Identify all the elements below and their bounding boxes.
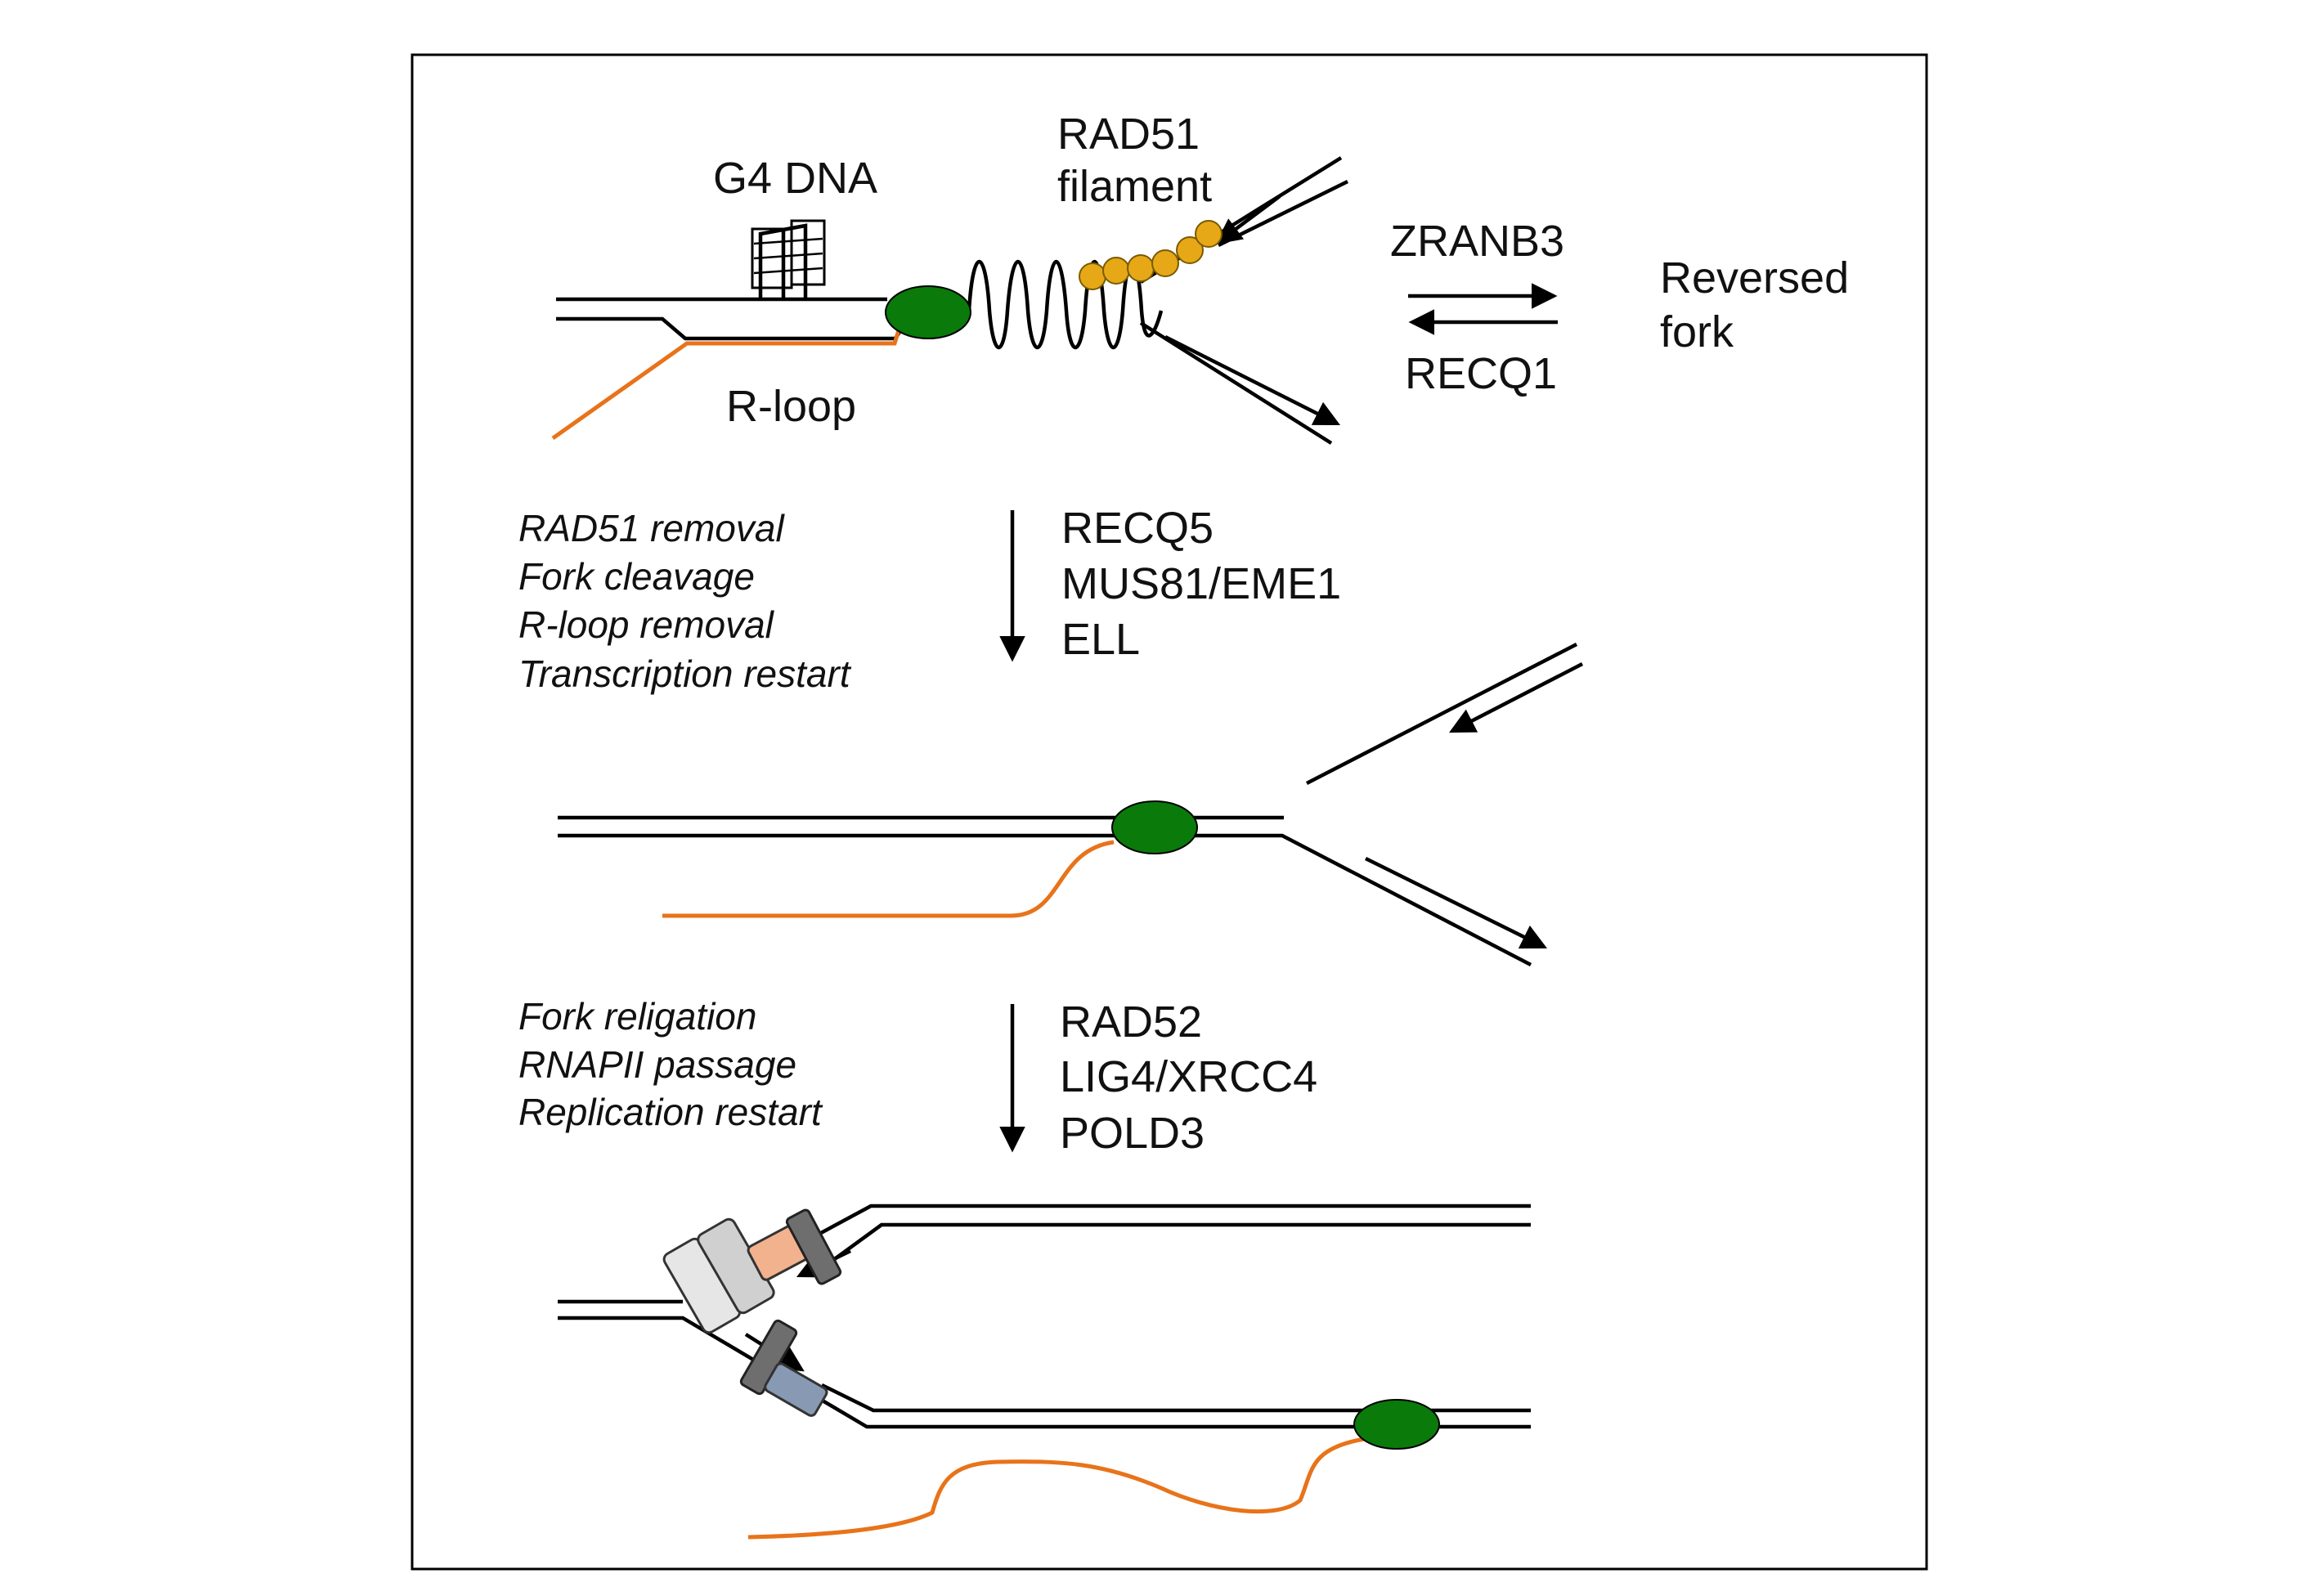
parental-strand-bottom — [556, 316, 909, 341]
rnapii-icon — [885, 285, 971, 339]
step1-factor: RECQ5 — [1061, 504, 1214, 553]
fork-upper-nascent-arrow — [1215, 195, 1281, 244]
step1-factor: MUS81/EME1 — [1061, 559, 1341, 608]
step1-event: RAD51 removal — [518, 507, 785, 549]
step2-factor: LIG4/XRCC4 — [1060, 1052, 1317, 1101]
figure-frame — [411, 53, 1928, 1571]
rad51-monomer-icon — [1176, 236, 1204, 264]
fork-lower-arm-outer — [1139, 321, 1333, 445]
rad51-monomer-icon — [1127, 254, 1155, 282]
g4-quadruplex-icon — [751, 219, 826, 299]
rad51-monomer-icon — [1195, 220, 1223, 248]
broken-arm-upper-outer — [1305, 642, 1578, 786]
step2: Fork religation RNAPII passage Replicati… — [518, 995, 1317, 1158]
reversed-fork-label-line1: Reversed — [1660, 253, 1849, 303]
reversed-fork-label-line2: fork — [1660, 307, 1734, 356]
lagging-arm-inner — [821, 1383, 1531, 1413]
leading-arm-outer — [718, 1204, 1531, 1289]
step1-event: Fork cleavage — [518, 555, 755, 598]
stalled-fork-panel: G4 DNA RAD51 filament R-loop ZRANB3 RECQ… — [551, 110, 1849, 445]
cleaved-fork-panel — [558, 642, 1584, 966]
step2-event: Replication restart — [518, 1091, 823, 1133]
step2-event: RNAPII passage — [518, 1043, 796, 1086]
step2-event: Fork religation — [518, 995, 756, 1038]
broken-arm-lower-inner — [1365, 856, 1548, 949]
g4-label: G4 DNA — [713, 154, 877, 203]
step1-event: Transcription restart — [518, 652, 852, 695]
step1: RAD51 removal Fork cleavage R-loop remov… — [518, 504, 1341, 695]
fork-lower-arm-inner — [1164, 334, 1341, 426]
rad51-label-line2: filament — [1057, 162, 1212, 211]
pcna-clamp-icon — [785, 1208, 842, 1285]
rad51-monomer-icon — [1102, 257, 1130, 285]
rad51-monomer-icon — [1151, 249, 1179, 277]
rloop-rna — [551, 321, 904, 441]
broken-arm-upper-inner — [1449, 662, 1584, 733]
step1-event: R-loop removal — [518, 603, 775, 646]
rnapii-icon — [1353, 1399, 1440, 1450]
forward-enzyme-label: ZRANB3 — [1390, 217, 1564, 266]
reverse-enzyme-label: RECQ1 — [1405, 349, 1557, 398]
step2-factor: RAD52 — [1060, 997, 1202, 1047]
leading-arm-inner — [816, 1222, 1531, 1273]
restarted-fork-panel — [558, 1204, 1531, 1540]
polymerase-icon — [764, 1362, 828, 1417]
fork-upper-arm-inner — [1218, 179, 1348, 248]
nascent-rna — [747, 1437, 1365, 1540]
rad51-filament — [1079, 220, 1223, 290]
step2-factor: POLD3 — [1060, 1109, 1205, 1158]
duplex-bottom-strand — [558, 833, 1532, 966]
rnapii-icon — [1111, 800, 1198, 854]
step1-factor: ELL — [1061, 615, 1140, 664]
rloop-label: R-loop — [726, 382, 856, 431]
rad51-monomer-icon — [1079, 262, 1106, 290]
nascent-rna — [662, 840, 1115, 918]
rad51-label-line1: RAD51 — [1057, 110, 1200, 159]
